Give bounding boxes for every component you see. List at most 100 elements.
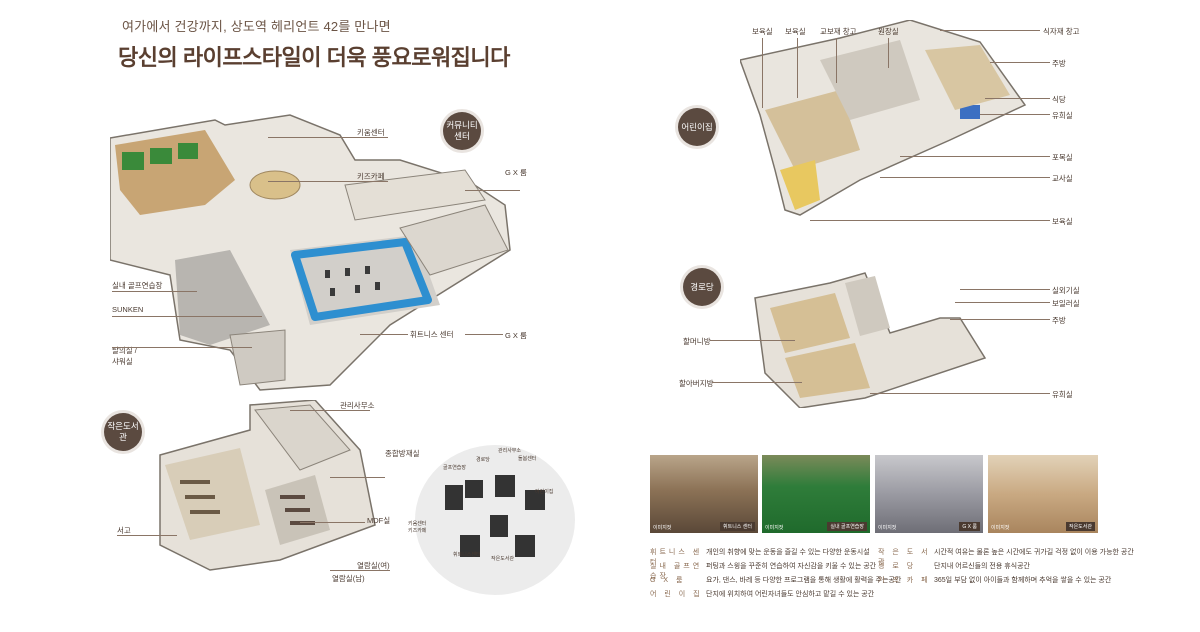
- leader-line: [300, 522, 365, 523]
- site-label-kiosk-kids: 키움센터 키즈카페: [408, 521, 427, 534]
- label-teaching-storage: 교보재 창고: [820, 27, 857, 36]
- community-center-badge: 커뮤니티 센터: [443, 112, 481, 150]
- leader-line: [290, 410, 370, 411]
- library-badge: 작은도서관: [104, 413, 142, 451]
- leader-line: [762, 38, 763, 108]
- community-floor-plan: [109, 110, 550, 400]
- photo-note: 이미지컷: [878, 525, 897, 531]
- senior-plan-drawing: [754, 272, 987, 409]
- site-map-drawing: [415, 445, 575, 595]
- legend-row: 경 로 당 단지내 어르신들의 전용 휴식공간: [878, 561, 1030, 571]
- label-senior-kitchen: 주방: [1052, 316, 1066, 325]
- label-nursing-room: 포복실: [1052, 153, 1073, 162]
- legend-key: 실내 골프연습장: [650, 563, 703, 580]
- label-childcare-1: 보육실: [752, 27, 773, 36]
- label-outdoor-unit: 실외기실: [1052, 286, 1080, 295]
- leader-line: [268, 181, 388, 182]
- label-playroom: 유희실: [1052, 111, 1073, 120]
- leader-line: [117, 535, 177, 536]
- photo-golf: 이미지컷 실내 골프연습장: [762, 455, 870, 533]
- label-gx-room-1: G X 룸: [505, 168, 527, 177]
- label-senior-playroom: 유희실: [1052, 390, 1073, 399]
- leader-line: [797, 38, 798, 98]
- page-title: 당신의 라이프스타일이 더욱 풍요로워집니다: [118, 45, 510, 70]
- library-floor-plan: [140, 399, 390, 600]
- label-reading-room-male: 열람실(남): [332, 574, 365, 583]
- label-food-storage: 식자재 창고: [1043, 27, 1080, 36]
- leader-line: [465, 190, 520, 191]
- site-label-daycare-center: 돌봄센터: [518, 456, 537, 462]
- leader-line: [955, 302, 1050, 303]
- leader-line: [112, 316, 262, 317]
- senior-floor-plan: [745, 258, 1005, 409]
- label-disaster-room: 종합방재실: [385, 449, 420, 458]
- leader-line: [465, 334, 503, 335]
- legend-key: G X 룸: [650, 577, 686, 584]
- daycare-badge: 어린이집: [678, 108, 716, 146]
- legend-text: 개인의 취향에 맞는 운동을 즐길 수 있는 다양한 운동시설: [706, 549, 870, 556]
- community-plan-drawing: [109, 114, 511, 391]
- leader-line: [112, 347, 252, 348]
- legend-text: 단지내 어르신들의 전용 휴식공간: [934, 563, 1030, 570]
- legend-key: 키 즈 카 페: [878, 577, 931, 584]
- daycare-floor-plan: [739, 19, 1040, 230]
- label-kids-cafe: 키즈카페: [357, 172, 385, 181]
- label-kiosk-center: 키움센터: [357, 128, 385, 137]
- legend-text: 단지에 위치하여 어린자녀들도 안심하고 맡길 수 있는 공간: [706, 591, 875, 598]
- site-label-library: 작은도서관: [491, 556, 515, 562]
- photo-caption: 실내 골프연습장: [827, 522, 867, 531]
- legend-key: 경 로 당: [878, 563, 917, 570]
- site-map: [400, 440, 580, 610]
- label-books: 서고: [117, 526, 131, 535]
- site-label-fitness: 휘트니스센터: [453, 552, 481, 558]
- legend-key: 어 린 이 집: [650, 591, 703, 598]
- label-grandma-room: 할머니방: [683, 337, 711, 346]
- label-grandpa-room: 할아버지방: [679, 379, 714, 388]
- label-boiler-room: 보일러실: [1052, 299, 1080, 308]
- photo-caption: G X 룸: [959, 522, 980, 531]
- daycare-plan-drawing: [739, 19, 1027, 216]
- label-sunken: SUNKEN: [112, 305, 144, 314]
- label-teachers-room: 교사실: [1052, 174, 1073, 183]
- leader-line: [888, 38, 889, 68]
- label-indoor-golf: 실내 골프연습장: [112, 281, 163, 290]
- leader-line: [330, 477, 385, 478]
- label-mdf-room: MDF실: [367, 516, 391, 525]
- label-childcare-3: 보육실: [1052, 217, 1073, 226]
- legend-text: 퍼팅과 스윙을 꾸준히 연습하여 자신감을 키울 수 있는 공간: [706, 563, 877, 570]
- leader-line: [985, 98, 1050, 99]
- leader-line: [940, 30, 1040, 31]
- leader-line: [330, 570, 390, 571]
- leader-line: [710, 340, 795, 341]
- leader-line: [360, 334, 408, 335]
- leader-line: [870, 393, 1050, 394]
- photo-library: 이미지컷 작은도서관: [988, 455, 1098, 533]
- label-reading-room-female: 열람실(여): [357, 561, 390, 570]
- legend-text: 시간적 여유는 물론 높은 시간에도 귀가길 걱정 없이 이용 가능한 공간: [934, 549, 1134, 556]
- site-label-gyeongro: 경로당: [476, 457, 490, 463]
- photo-gx-room: 이미지컷 G X 룸: [875, 455, 983, 533]
- legend-key: 휘트니스 센터: [650, 549, 703, 566]
- label-kitchen: 주방: [1052, 59, 1066, 68]
- leader-line: [900, 156, 1050, 157]
- leader-line: [712, 382, 802, 383]
- photo-note: 이미지컷: [991, 525, 1010, 531]
- senior-center-badge: 경로당: [683, 268, 721, 306]
- label-director-room: 원장실: [878, 27, 899, 36]
- label-dining: 식당: [1052, 95, 1066, 104]
- site-label-golf: 골프연습장: [443, 465, 467, 471]
- label-management-office: 관리사무소: [340, 401, 375, 410]
- leader-line: [112, 291, 197, 292]
- photo-fitness: 이미지컷 휘트니스 센터: [650, 455, 758, 533]
- photo-note: 이미지컷: [765, 525, 784, 531]
- photo-caption: 휘트니스 센터: [720, 522, 755, 531]
- library-plan-drawing: [159, 399, 376, 571]
- page-subtitle: 여가에서 건강까지, 상도역 헤리언트 42를 만나면: [122, 19, 391, 34]
- site-label-child-center: 어린이집: [535, 489, 554, 495]
- leader-line: [990, 62, 1050, 63]
- legend-text: 365일 부담 없이 아이들과 함께하며 추억을 쌓을 수 있는 공간: [934, 577, 1112, 584]
